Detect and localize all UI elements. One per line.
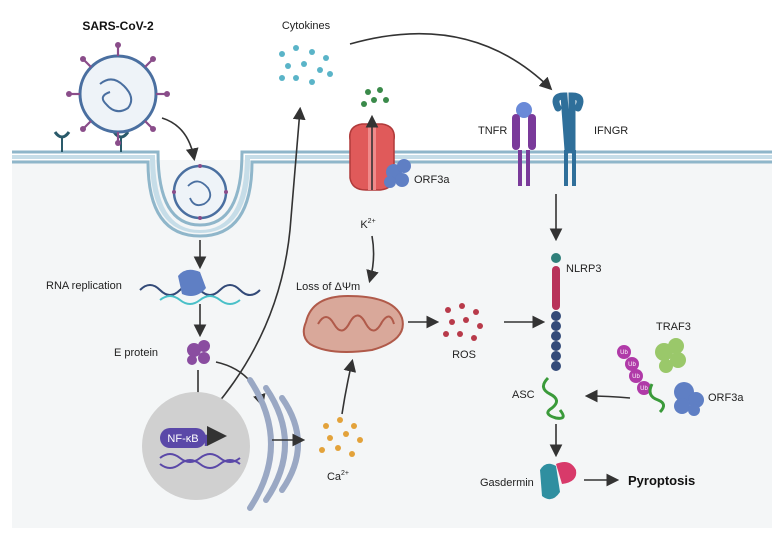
- cytokine-particles: [279, 45, 333, 85]
- orf3a-bottom-icon: [674, 382, 704, 416]
- e-protein-label: E protein: [114, 347, 158, 359]
- traf3-label: TRAF3: [656, 321, 691, 333]
- asc-adaptor-icon: [542, 376, 565, 420]
- traf3-icon: [655, 338, 686, 373]
- mitochondrion-icon: [302, 294, 404, 353]
- ub-label: Ub: [632, 374, 640, 380]
- ace2-receptor-icon: [53, 131, 130, 152]
- asc-label: ASC: [512, 389, 535, 401]
- ifngr-receptor-icon: [552, 92, 584, 186]
- rna-replication-label: RNA replication: [46, 280, 122, 292]
- nfkb-icon: [159, 426, 241, 469]
- ub-label: Ub: [620, 350, 628, 356]
- rna-replication-icon: [139, 269, 261, 305]
- potassium-to-mito-arrow: [366, 235, 379, 284]
- nlrp3-label: NLRP3: [566, 263, 601, 275]
- e-protein-icon: [187, 340, 210, 365]
- ubiquitin-chain: [617, 345, 651, 395]
- cytoplasm: [12, 160, 772, 528]
- entry-arrow: [161, 117, 199, 162]
- cytokine-to-receptor-arrow: [349, 32, 553, 91]
- potassium-label: K2+: [360, 218, 375, 231]
- asc-bound-icon: [648, 383, 665, 414]
- sars-cov-2-label: SARS-CoV-2: [82, 19, 154, 33]
- orf3a-bottom-label: ORF3a: [708, 392, 744, 404]
- cytokines-label: Cytokines: [282, 20, 331, 32]
- calcium-label: Ca2+: [327, 470, 349, 483]
- orf3a-top-label: ORF3a: [414, 174, 450, 186]
- ros-label: ROS: [452, 349, 476, 361]
- ub-labels: Ub Ub Ub Ub: [620, 350, 648, 392]
- nfkb-label: NF-κB: [167, 433, 198, 445]
- tnfr-receptor-icon: [512, 102, 536, 186]
- endocytosed-virus-icon: [172, 164, 228, 220]
- ub-label: Ub: [628, 362, 636, 368]
- calcium-ions: [319, 417, 363, 457]
- ros-particles: [443, 303, 483, 341]
- membrane-potential-label: Loss of ΔΨm: [296, 281, 360, 293]
- nlrp3-complex-icon: [551, 253, 561, 371]
- complex-to-asc-arrow: [584, 389, 631, 403]
- ifngr-label: IFNGR: [594, 125, 628, 137]
- orf3a-top-icon: [384, 159, 411, 188]
- virus-particle-icon: [66, 42, 170, 146]
- tnfr-label: TNFR: [478, 125, 507, 137]
- pyroptosis-label: Pyroptosis: [628, 473, 695, 488]
- ub-label: Ub: [640, 386, 648, 392]
- gasdermin-label: Gasdermin: [480, 477, 534, 489]
- gasdermin-icon: [540, 462, 577, 500]
- cell-membrane: [12, 150, 772, 238]
- nfkb-to-cytokines-arrow: [213, 106, 306, 409]
- calcium-to-mito-arrow: [341, 358, 357, 415]
- potassium-ions: [361, 87, 389, 107]
